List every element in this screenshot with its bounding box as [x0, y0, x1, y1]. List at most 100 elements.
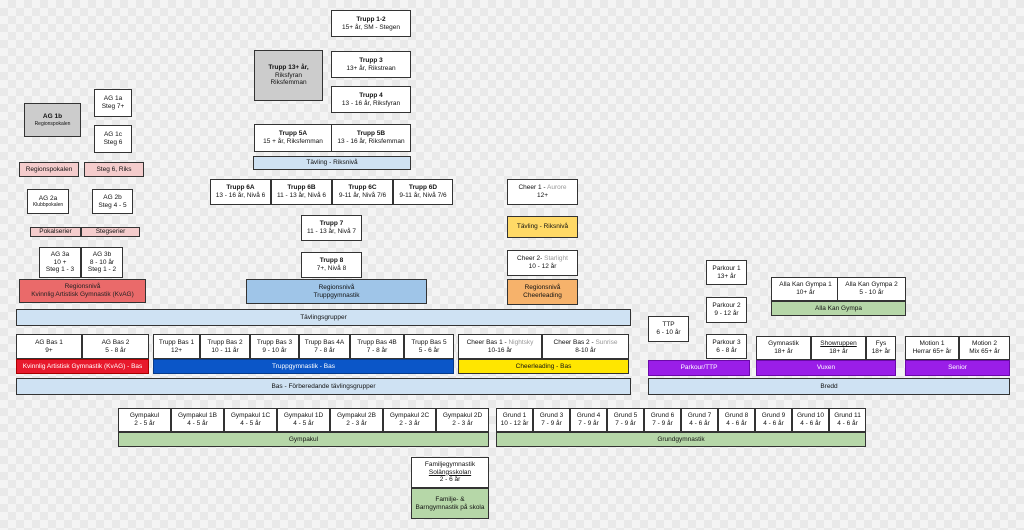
box-title: Grund 5: [613, 412, 638, 420]
box-title: Familjegymnastik: [424, 460, 476, 468]
box-gympakul: Gympakul 2 - 5 år: [118, 408, 171, 432]
box-grund-10: Grund 10 4 - 6 år: [792, 408, 829, 432]
box-label: Regionspokalen: [25, 165, 73, 173]
box-title-name: Starlight: [544, 255, 568, 263]
bar-label: Cheerleading - Bas: [515, 362, 572, 370]
box-sub: 9-11 år, Nivå 7/6: [399, 192, 447, 199]
box-cheer-1: Cheer 1 - Aurore 12+: [507, 179, 578, 205]
box-sub: 18+ år: [829, 348, 848, 355]
bar-label: Tävling - Riksnivå: [306, 159, 358, 167]
box-title: Trupp 6D: [408, 184, 438, 192]
bar-kvag-bas: Kvinnlig Artistisk Gymnastik (KvAG) - Ba…: [16, 359, 149, 374]
box-alla-kan-gympa-1: Alla Kan Gympa 1 10+ år: [771, 277, 840, 301]
box-trupp-bas-1: Trupp Bas 1 12+: [153, 334, 200, 359]
bar-tavlingsgrupper: Tävlingsgrupper: [16, 309, 631, 326]
box-sub: 4 - 5 år: [240, 420, 261, 427]
box-gympakul-2d: Gympakul 2D 2 - 3 år: [436, 408, 489, 432]
box-grund-4: Grund 4 7 - 9 år: [570, 408, 607, 432]
box-trupp-bas-4b: Trupp Bas 4B 7 - 8 år: [350, 334, 404, 359]
bar-label: Tävling - Riksnivå: [516, 223, 569, 231]
box-ag-1b: AG 1b Regionspokalen: [24, 103, 81, 137]
bar-tavling-riksniva-cheer: Tävling - Riksnivå: [507, 216, 578, 238]
box-trupp-6a: Trupp 6A 13 - 16 år, Nivå 6: [210, 179, 271, 205]
box-steg6-riks: Steg 6, Riks: [84, 162, 144, 177]
bar-parkour-ttp: Parkour/TTP: [648, 360, 750, 376]
bar-vuxen: Vuxen: [756, 360, 896, 376]
box-title: Gympakul 1D: [283, 412, 324, 420]
box-sub: 2 - 3 år: [399, 420, 420, 427]
box-sub: 10 - 11 år: [211, 346, 239, 354]
bar-label: Gympakul: [288, 435, 319, 443]
box-alla-kan-gympa-2: Alla Kan Gympa 2 5 - 10 år: [837, 277, 906, 301]
box-title: AG Bas 1: [35, 338, 63, 346]
bar-label: Bredd: [820, 382, 838, 390]
box-sub: 13+ år: [717, 272, 736, 280]
box-title: Grund 9: [761, 412, 786, 420]
box-title: Trupp 6A: [226, 184, 255, 192]
box-title: AG 1a: [103, 95, 123, 103]
box-sub: 6 - 8 år: [716, 346, 737, 354]
box-parkour-1: Parkour 1 13+ år: [706, 260, 747, 285]
box-sub: Klubbpokalen: [32, 202, 64, 209]
box-trupp-3: Trupp 3 13+ år, Rikstrean: [331, 51, 411, 78]
bar-label: Regionsnivå: [318, 283, 355, 291]
box-title: Grund 11: [834, 412, 861, 420]
box-cheer-2: Cheer 2- Starlight 10 - 12 år: [507, 250, 578, 276]
box-stegserier: Stegserier: [81, 227, 140, 237]
box-label: Stegserier: [95, 228, 126, 236]
box-grund-1: Grund 1 10 - 12 år: [496, 408, 533, 432]
bar-label: Regionsnivå: [64, 283, 101, 291]
bar-bas-forberedande: Bas - Förberedande tävlingsgrupper: [16, 378, 631, 395]
box-sub: Riksfyran: [274, 71, 303, 79]
box-sub: 18+ år: [774, 348, 793, 355]
box-sub: Solängsskolan: [428, 468, 472, 476]
box-trupp-8: Trupp 8 7+, Nivå 8: [301, 252, 362, 278]
box-title: Cheer Bas 2 - Sunrise: [554, 339, 618, 347]
box-sub: 7 - 9 år: [652, 420, 673, 427]
box-sub: 4 - 6 år: [726, 420, 747, 427]
bar-regionsniva-kvag: Regionsnivå Kvinnlig Artistisk Gymnastik…: [19, 279, 146, 303]
box-sub: 13 - 16 år, Riksfemman: [337, 138, 405, 145]
box-motion-2: Motion 2 Mix 65+ år: [959, 336, 1010, 360]
box-trupp-5a: Trupp 5A 15 + år, Riksfemman: [254, 124, 332, 152]
box-title: Trupp 3: [359, 56, 383, 64]
box-sub: 5 - 6 år: [418, 346, 440, 354]
box-title: Trupp 6C: [348, 184, 377, 192]
box-title: Grund 4: [576, 412, 601, 420]
bar-label: Truppgymnastik - Bas: [272, 362, 335, 370]
box-sub: 7+, Nivå 8: [316, 265, 347, 272]
bar-label: Vuxen: [816, 364, 836, 372]
box-grund-6: Grund 6 7 - 9 år: [644, 408, 681, 432]
box-title: Trupp 8: [319, 257, 344, 265]
bar-tavling-riksniva-trupp: Tävling - Riksnivå: [253, 156, 411, 170]
bar-label: Grundgymnastik: [657, 435, 705, 443]
box-title: AG 2a: [38, 194, 58, 202]
box-title: Grund 10: [796, 412, 825, 420]
box-sub: 2 - 5 år: [134, 420, 155, 427]
box-title: Gympakul 2D: [442, 412, 483, 420]
box-sub: 15+ år, SM - Stegen: [342, 23, 400, 31]
box-title: AG 1b: [42, 113, 63, 121]
box-title: Trupp Bas 1: [158, 338, 195, 346]
box-motion-1: Motion 1 Herrar 65+ år: [905, 336, 959, 360]
box-sub: 11 - 13 år, Nivå 6: [276, 192, 327, 199]
box-label: Pokalserier: [39, 228, 72, 236]
box-sub: 7 - 8 år: [314, 346, 335, 354]
box-title: Parkour 2: [712, 302, 741, 310]
box-sub: 4 - 6 år: [800, 420, 821, 427]
box-ag-2a: AG 2a Klubbpokalen: [27, 189, 69, 214]
box-sub: 18+ år: [871, 348, 891, 355]
box-title: Fys: [875, 340, 887, 348]
box-ag-bas-2: AG Bas 2 5 - 8 år: [82, 334, 149, 359]
box-sub: 7 - 8 år: [366, 346, 388, 354]
box-sub: 11 - 13 år, Nivå 7: [306, 228, 357, 235]
box-trupp-4: Trupp 4 13 - 16 år, Riksfyran: [331, 86, 411, 113]
box-title: Trupp 4: [359, 91, 383, 99]
box-title-name: Nightsky: [508, 338, 534, 346]
box-title: Trupp 7: [319, 220, 344, 228]
box-sub: 10 +: [53, 258, 67, 266]
box-sub: Herrar 65+ år: [912, 348, 952, 355]
box-sub: 12+: [536, 192, 549, 199]
box-ttp: TTP 6 - 10 år: [648, 316, 689, 342]
box-sub: 10-16 år: [487, 346, 513, 354]
